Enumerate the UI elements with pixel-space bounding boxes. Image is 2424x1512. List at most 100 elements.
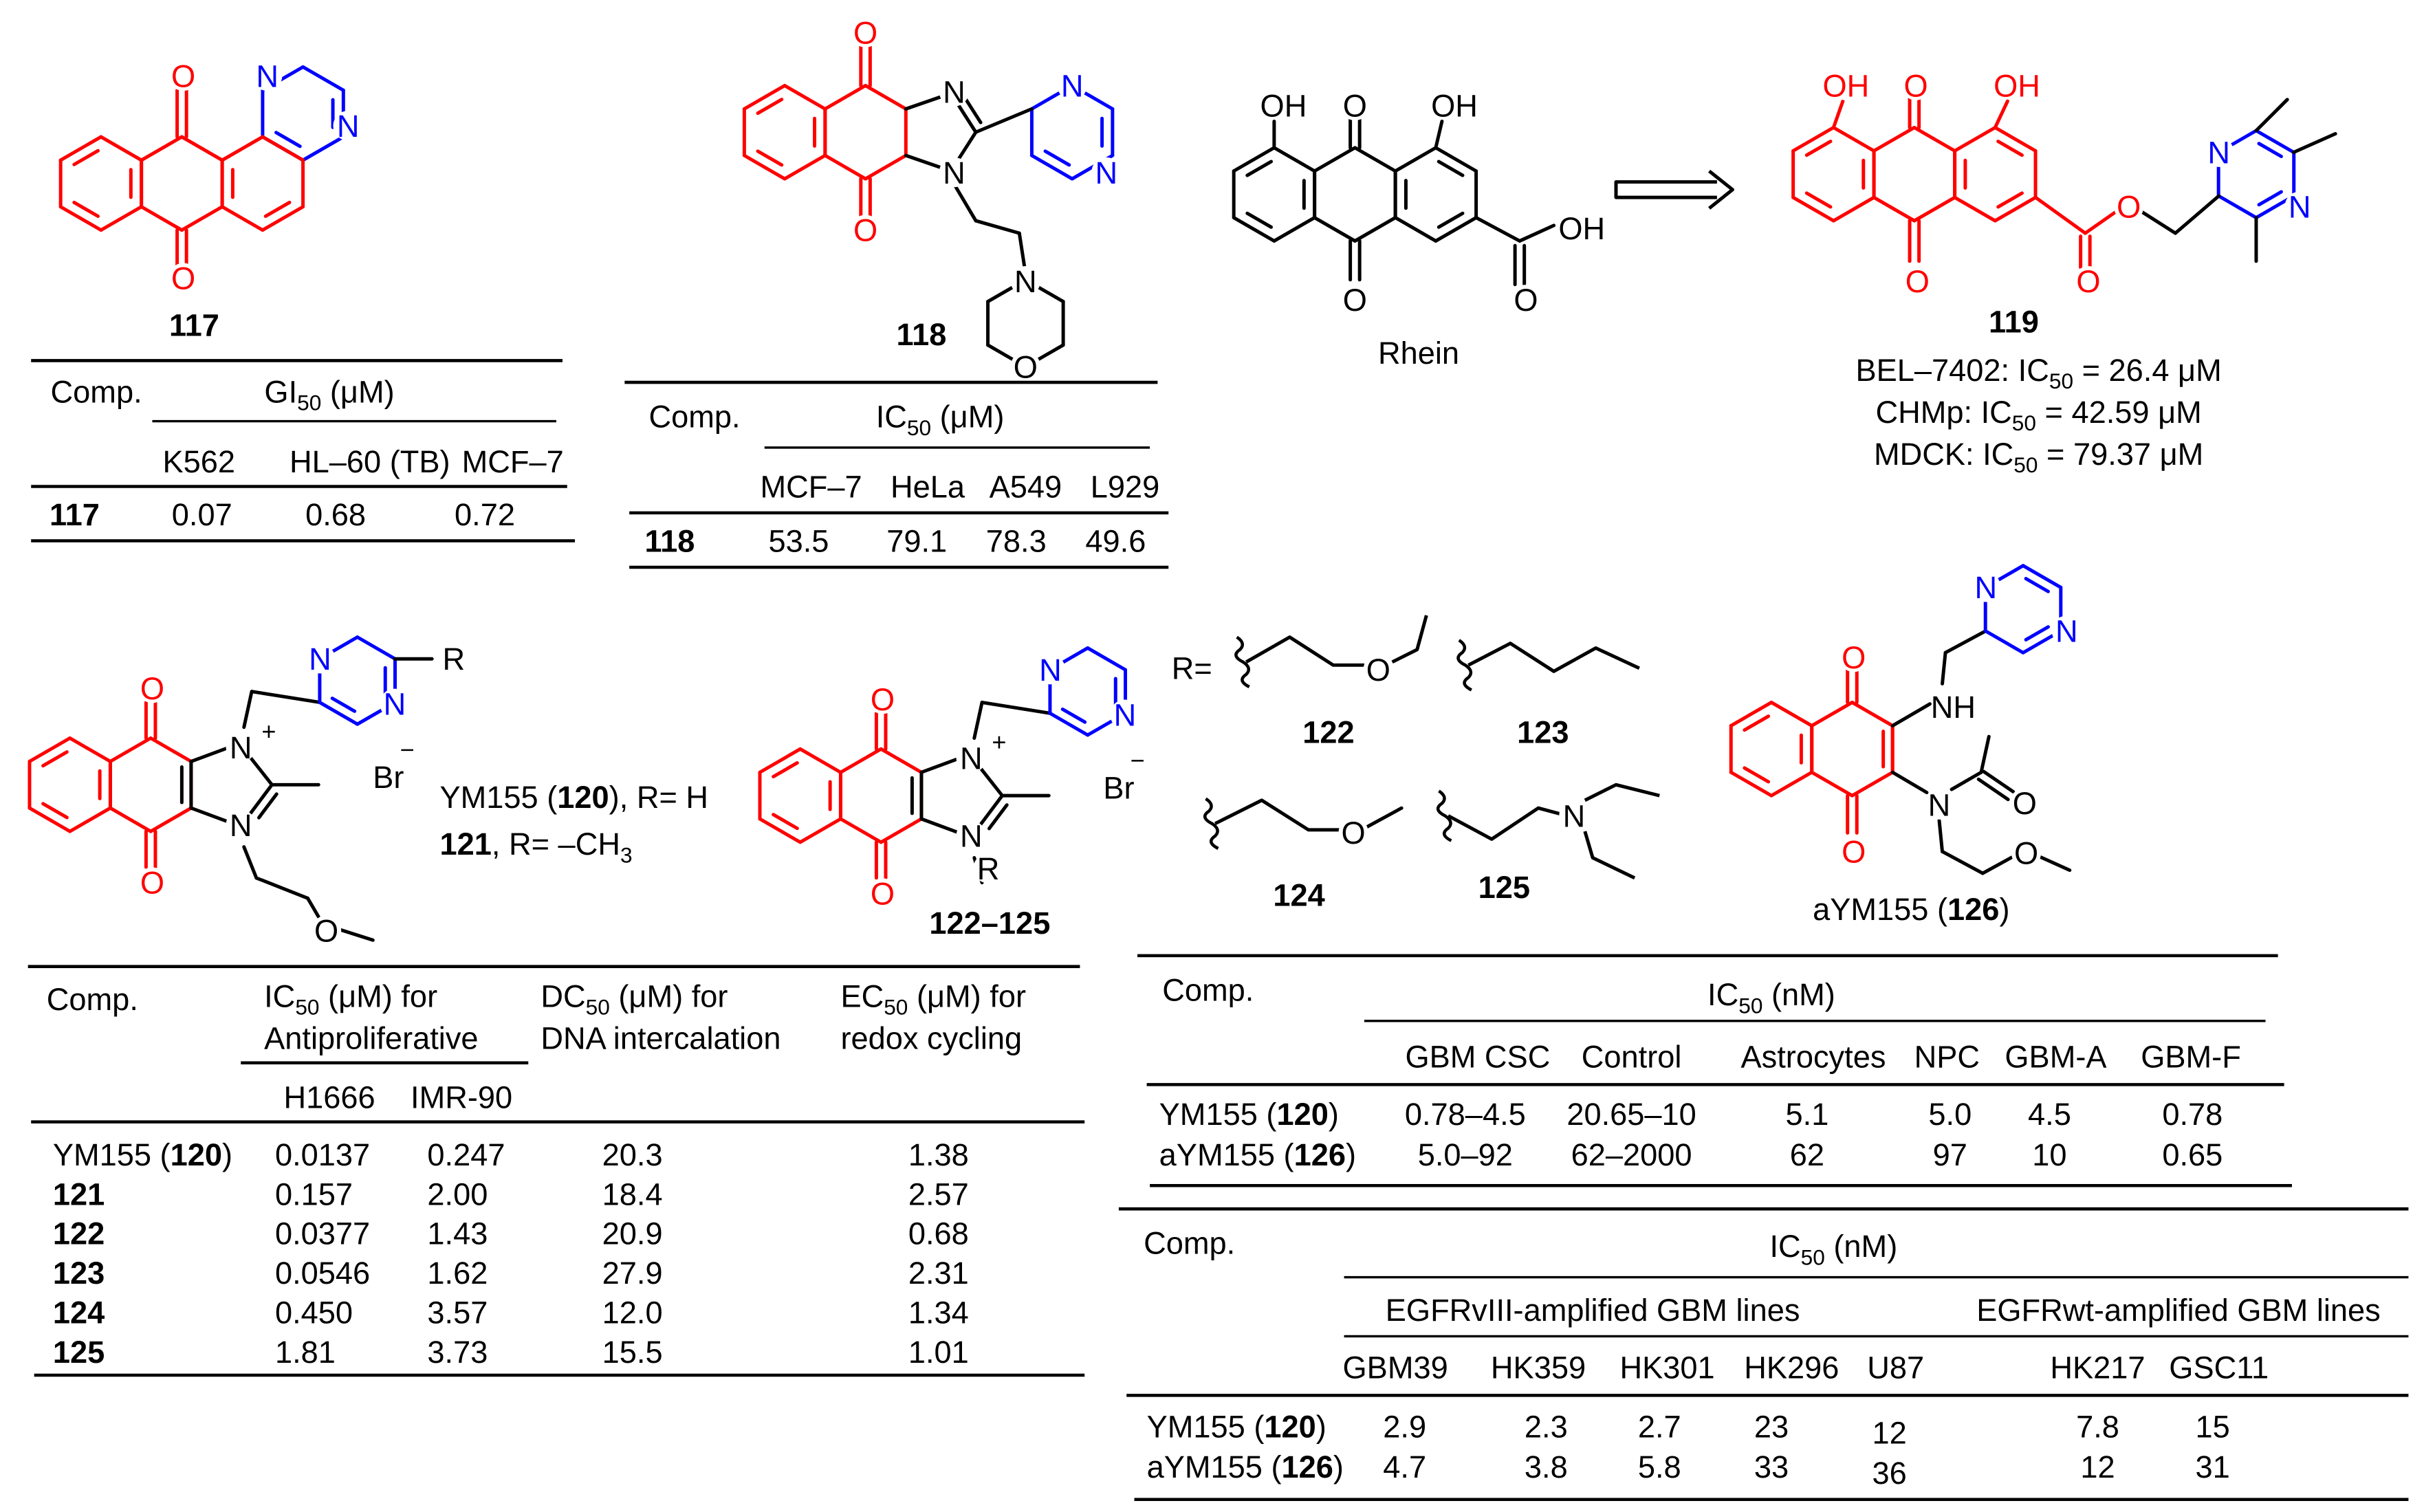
bond bbox=[823, 153, 868, 181]
column-header: Comp. bbox=[47, 982, 138, 1017]
column-header: GBM CSC bbox=[1405, 1040, 1550, 1075]
atom-mask bbox=[1057, 70, 1087, 100]
column-header: MCF–7 bbox=[760, 469, 862, 504]
atom-label: N bbox=[337, 109, 360, 144]
bond bbox=[250, 690, 322, 705]
bond bbox=[1941, 849, 1985, 875]
atom-mask bbox=[2051, 615, 2082, 646]
bond bbox=[140, 135, 184, 162]
atom-mask bbox=[137, 867, 168, 897]
bond bbox=[1831, 125, 1876, 153]
bond bbox=[2024, 577, 2050, 593]
bond bbox=[823, 83, 868, 111]
column-header: HK296 bbox=[1744, 1350, 1839, 1385]
atom-mask bbox=[1110, 699, 1140, 730]
compound-name: Rhein bbox=[1378, 336, 1459, 371]
bond bbox=[2257, 190, 2283, 207]
bond bbox=[1272, 146, 1317, 173]
table-cell: 0.0377 bbox=[275, 1216, 370, 1251]
atom-label: N bbox=[1039, 653, 1062, 688]
bond bbox=[758, 817, 802, 844]
atom-label: O bbox=[871, 682, 895, 717]
bond bbox=[1729, 701, 1773, 727]
table-cell: 1.38 bbox=[908, 1137, 969, 1172]
atom-label: N bbox=[1061, 68, 1084, 103]
atom-label: N bbox=[256, 59, 279, 94]
atom-label: O bbox=[1342, 815, 1366, 851]
table-cell: 4.5 bbox=[2028, 1097, 2071, 1132]
bond bbox=[1943, 629, 1988, 655]
column-header: redox cycling bbox=[840, 1020, 1022, 1055]
table-cell: 5.0 bbox=[1928, 1097, 1972, 1132]
table-cell: 33 bbox=[1754, 1449, 1789, 1484]
atom-label: N bbox=[960, 819, 983, 854]
atom-label: OH bbox=[1823, 68, 1870, 103]
table-cell: 0.450 bbox=[275, 1295, 353, 1330]
bond bbox=[1391, 615, 1428, 664]
bond bbox=[261, 135, 305, 162]
bond bbox=[189, 806, 235, 826]
atom-label: N bbox=[1563, 798, 1586, 833]
bond bbox=[1804, 140, 1833, 157]
bond bbox=[2139, 210, 2177, 235]
bond bbox=[1437, 160, 1465, 177]
atom-label: OH bbox=[1260, 89, 1307, 124]
atom-label: N bbox=[230, 730, 252, 765]
wavy-bond bbox=[1234, 635, 1251, 688]
column-header: IMR-90 bbox=[411, 1080, 512, 1115]
atom-label: O bbox=[1014, 349, 1038, 384]
bond bbox=[1708, 169, 1734, 210]
bond bbox=[1993, 195, 2038, 223]
column-header: U87 bbox=[1867, 1350, 1924, 1385]
atom-mask bbox=[439, 644, 469, 674]
bond bbox=[758, 747, 802, 774]
atom-mask bbox=[1924, 789, 1954, 820]
atom-label: − bbox=[400, 736, 414, 764]
column-header: MCF–7 bbox=[462, 444, 564, 479]
atom-mask bbox=[2011, 837, 2042, 868]
bond bbox=[1769, 770, 1814, 798]
atom-mask bbox=[973, 853, 1003, 884]
bond bbox=[1912, 195, 1957, 223]
table-cell: 5.0–92 bbox=[1418, 1137, 1513, 1172]
atom-label: NH bbox=[1931, 690, 1976, 725]
bond bbox=[1831, 195, 1876, 223]
bond bbox=[742, 83, 787, 111]
bond bbox=[108, 806, 153, 833]
bond bbox=[798, 817, 842, 844]
atom-mask bbox=[2002, 70, 2032, 100]
row-label: YM155 (120) bbox=[1147, 1409, 1326, 1444]
bond bbox=[1029, 153, 1074, 181]
compound-number: 119 bbox=[1989, 305, 2039, 340]
atom-label: N bbox=[384, 687, 406, 722]
row-label: 118 bbox=[644, 523, 695, 558]
bond bbox=[41, 750, 69, 768]
compound-number: 117 bbox=[169, 307, 219, 342]
atom-mask bbox=[956, 743, 986, 774]
bond bbox=[301, 65, 345, 92]
atom-mask bbox=[1902, 266, 1933, 296]
atom-label: O bbox=[140, 865, 164, 900]
bond bbox=[356, 635, 397, 661]
atom-label: N bbox=[2055, 613, 2078, 648]
bond bbox=[254, 876, 309, 900]
table-cell: 36 bbox=[1872, 1456, 1907, 1491]
bond bbox=[987, 803, 1009, 831]
atom-label: N bbox=[1928, 787, 1951, 822]
bond bbox=[756, 98, 784, 116]
bond bbox=[1583, 831, 1636, 880]
bond bbox=[305, 896, 320, 919]
bond bbox=[977, 764, 1004, 798]
atom-label: O bbox=[853, 15, 877, 50]
atom-label: + bbox=[992, 728, 1006, 756]
atom-mask bbox=[2284, 191, 2315, 221]
bond bbox=[1743, 766, 1771, 784]
atom-mask bbox=[1901, 70, 1931, 100]
bond bbox=[1982, 769, 2016, 794]
atom-label: R bbox=[977, 851, 1000, 886]
